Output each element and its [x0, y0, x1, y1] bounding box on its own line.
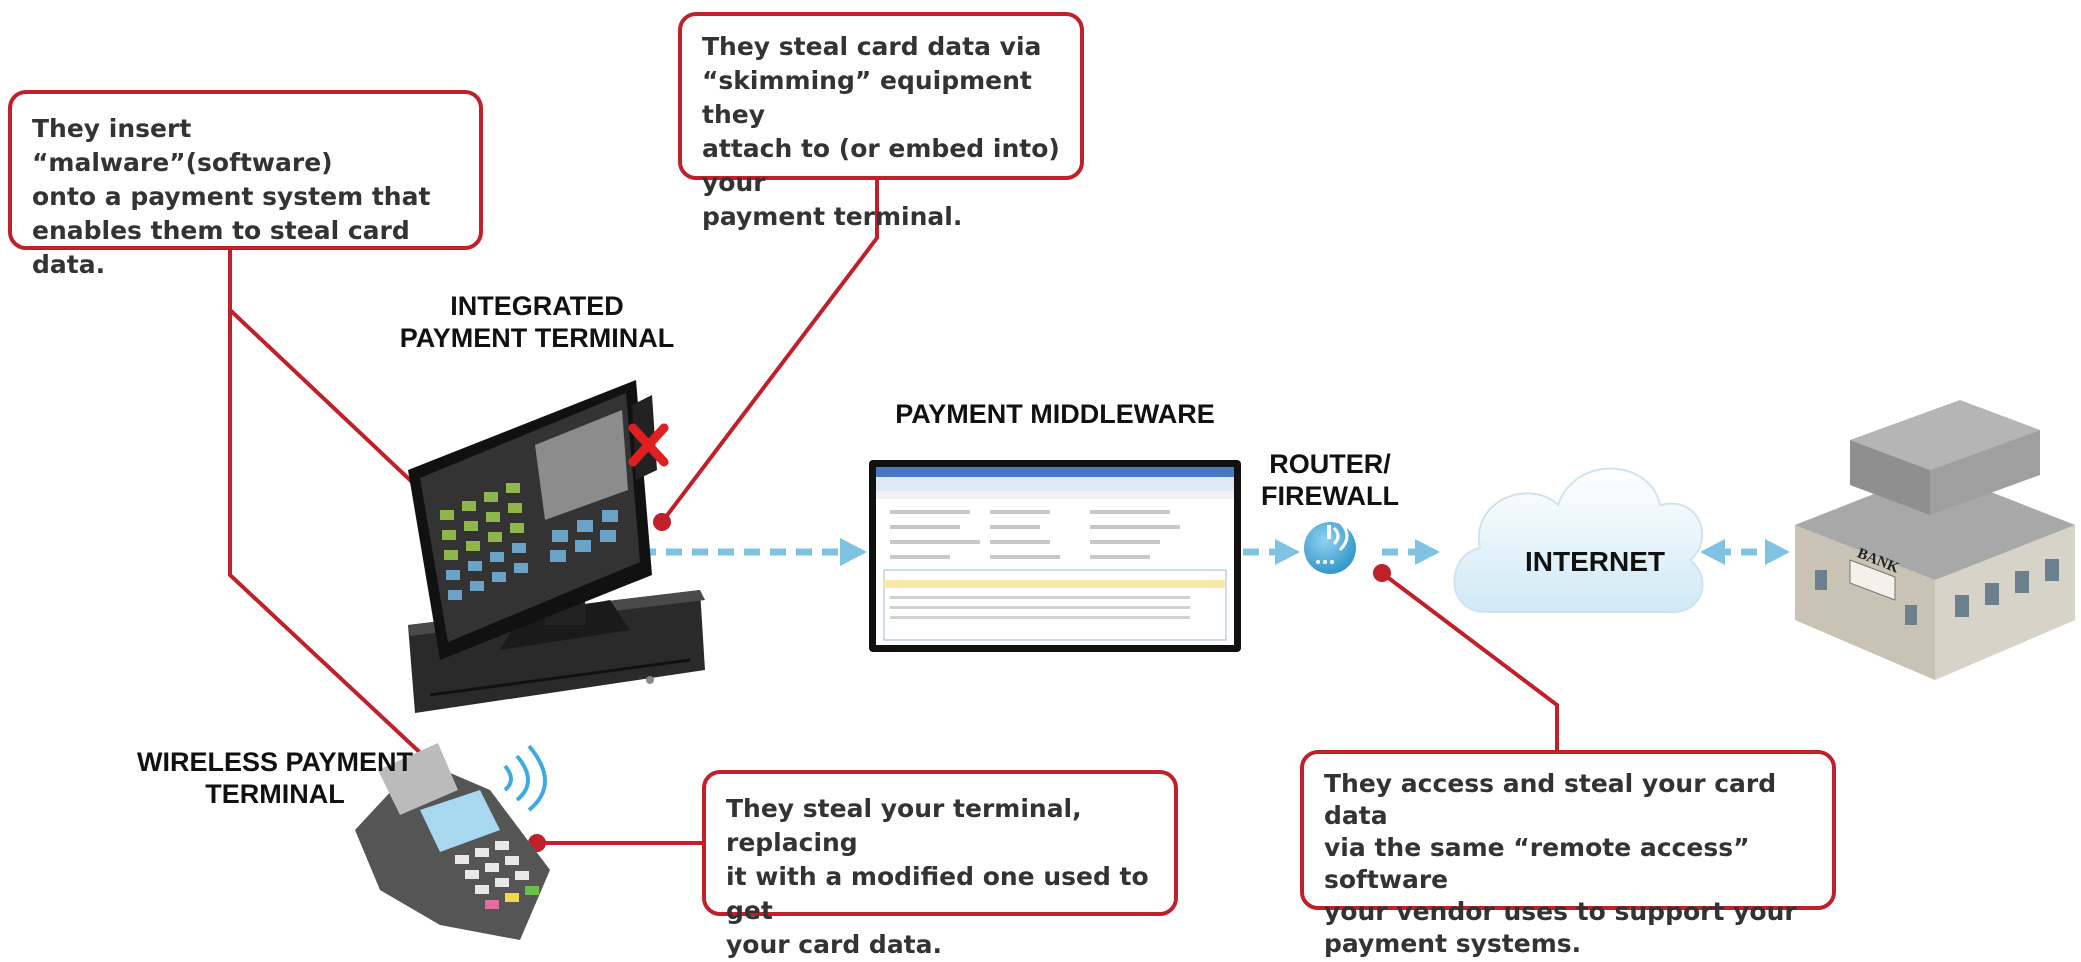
- callout-skimming-line-1: They steal card data via: [702, 32, 1042, 61]
- callout-malware-line-2: onto a payment system that: [32, 182, 431, 211]
- red-x-icon: [628, 423, 669, 467]
- callout-replace-terminal-line-2: it with a modified one used to get: [726, 862, 1149, 925]
- callout-malware-line-3: enables them to steal card data.: [32, 216, 410, 279]
- terminal-keys: [440, 483, 618, 600]
- callout-replace-terminal-line-3: your card data.: [726, 930, 943, 959]
- software-window-icon: [869, 460, 1241, 652]
- card-reader-icon: [355, 743, 550, 940]
- wireless-terminal-label-line-2: TERMINAL: [205, 779, 345, 809]
- connector-malware-wireless: [228, 310, 430, 762]
- payment-middleware-label: PAYMENT MIDDLEWARE: [895, 399, 1215, 429]
- callout-skimming: They steal card data via “skimming” equi…: [678, 12, 1084, 231]
- router-firewall-label-line-2: FIREWALL: [1261, 481, 1399, 511]
- cloud-icon: [1453, 467, 1704, 614]
- integrated-terminal-label-line-2: PAYMENT TERMINAL: [399, 323, 675, 353]
- callout-malware: They insert “malware”(software) onto a p…: [8, 90, 483, 279]
- integrated-terminal-label-line-1: INTEGRATED: [450, 291, 624, 321]
- callout-skimming-line-2: “skimming” equipment they: [702, 66, 1032, 129]
- callout-remote-access-line-1: They access and steal your card data: [1324, 769, 1777, 830]
- pos-terminal-icon: [408, 380, 705, 713]
- wireless-terminal-label-line-1: WIRELESS PAYMENT: [136, 747, 414, 777]
- router-firewall-label: ROUTER/ FIREWALL: [1255, 448, 1405, 512]
- callout-replace-terminal-line-1: They steal your terminal, replacing: [726, 794, 1082, 857]
- callout-remote-access-line-4: payment systems.: [1324, 929, 1582, 958]
- wifi-router-icon: [1304, 520, 1356, 574]
- wireless-signal-icon: [503, 744, 547, 812]
- callout-remote-access: They access and steal your card data via…: [1300, 750, 1836, 958]
- integrated-terminal-label: INTEGRATED PAYMENT TERMINAL: [392, 290, 682, 354]
- callout-malware-line-1: They insert “malware”(software): [32, 114, 333, 177]
- callout-skimming-line-4: payment terminal.: [702, 202, 963, 231]
- callout-replace-terminal: They steal your terminal, replacing it w…: [702, 770, 1178, 959]
- connector-remote-access: [1380, 571, 1559, 752]
- callout-skimming-line-3: attach to (or embed into) your: [702, 134, 1060, 197]
- wireless-terminal-label: WIRELESS PAYMENT TERMINAL: [130, 746, 420, 810]
- bank-building-icon: [1795, 400, 2075, 680]
- router-firewall-label-line-1: ROUTER/: [1269, 449, 1391, 479]
- connector-malware: [228, 250, 430, 499]
- connector-lines: [228, 180, 1559, 845]
- connector-skimming: [660, 180, 879, 524]
- internet-label: INTERNET: [1525, 546, 1665, 577]
- callout-remote-access-line-3: your vendor uses to support your: [1324, 897, 1797, 926]
- callout-remote-access-line-2: via the same “remote access” software: [1324, 833, 1750, 894]
- arrow-heads: [840, 538, 1790, 566]
